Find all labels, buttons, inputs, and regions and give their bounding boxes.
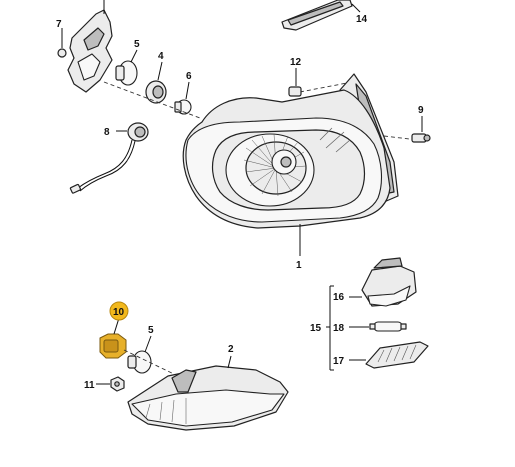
callout-11: 11 [84,380,95,391]
bulb-holder-top [67,0,113,93]
callout-15: 15 [310,323,322,334]
part-12-screw [288,68,302,97]
part-1-lamp-housing [182,73,399,256]
part-9-screw [411,116,431,143]
callout-6: 6 [186,71,192,82]
callout-17: 17 [333,356,345,367]
part-10-bulb-holder [99,317,127,359]
callout-10: 10 [113,307,125,318]
callout-10-highlight [109,301,129,321]
callout-9: 9 [418,105,424,116]
part-14-strip [281,0,361,31]
callout-18: 18 [333,323,345,334]
part-8-wire-socket [69,122,149,194]
part-18-festoon-bulb [349,321,407,332]
callout-7: 7 [56,19,62,30]
part-4-socket [145,61,167,104]
part-17-lens [349,341,429,369]
part-2-indicator-lamp [127,355,289,431]
callout-2: 2 [228,344,234,355]
part-15-group-bracket [326,285,334,371]
part-5-bulb-top [115,49,138,86]
callout-16: 16 [333,292,345,303]
callout-1: 1 [296,260,302,271]
callout-14: 14 [356,14,368,25]
part-6-small-bulb [174,81,192,115]
part-11-nut [96,376,125,392]
callout-5b: 5 [148,325,154,336]
part-7-screw [57,28,67,58]
callout-4: 4 [158,51,164,62]
part-5-bulb-bottom [127,335,152,374]
part-16-lamp-unit [349,257,417,307]
callout-5a: 5 [134,39,140,50]
callout-12: 12 [290,57,302,68]
callout-8: 8 [104,127,110,138]
